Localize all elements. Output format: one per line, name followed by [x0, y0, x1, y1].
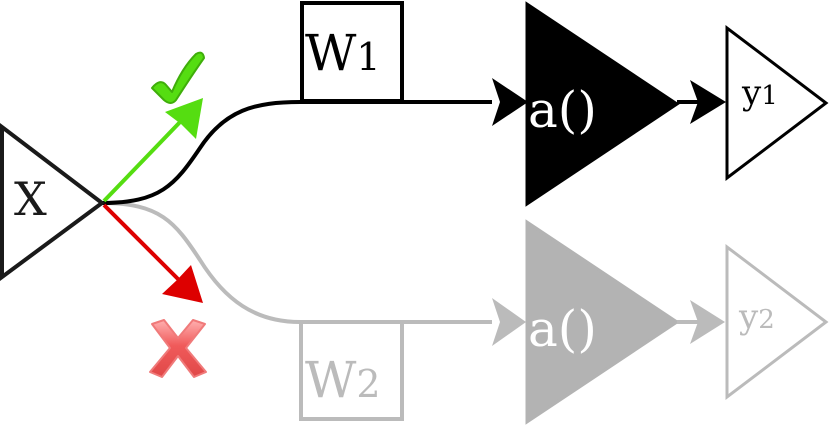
accept-arrow	[102, 98, 203, 203]
activation-1-label: a()	[528, 81, 597, 139]
branch-2-connector	[101, 201, 492, 324]
branch-2: W2 a() y2	[101, 201, 829, 425]
activation-2-to-output-arrowhead	[690, 300, 725, 344]
branch-1-connector	[101, 100, 492, 205]
output-2-label: y2	[738, 297, 775, 337]
x-mark-icon	[149, 319, 207, 378]
weight-box-2	[299, 320, 404, 421]
branch-1-arrowhead	[492, 78, 528, 126]
output-node-1	[725, 24, 829, 182]
activation-2-label: a()	[528, 300, 597, 358]
branch-1: W1 a() y1	[101, 1, 829, 207]
input-node-group: X	[0, 122, 106, 281]
output-node-2	[725, 243, 829, 401]
branch-2-arrowhead	[492, 298, 526, 346]
input-label: X	[14, 172, 47, 226]
check-icon	[151, 51, 205, 104]
activation-node-2	[525, 219, 680, 425]
input-node	[0, 122, 106, 281]
output-1-label: y1	[741, 73, 778, 113]
activation-node-1	[525, 1, 680, 207]
weight-box-1	[300, 1, 404, 103]
activation-1-to-output-arrowhead	[690, 80, 726, 124]
weight-2-label: W2	[305, 351, 381, 409]
weight-1-label: W1	[305, 24, 381, 82]
reject-arrow	[102, 203, 203, 303]
